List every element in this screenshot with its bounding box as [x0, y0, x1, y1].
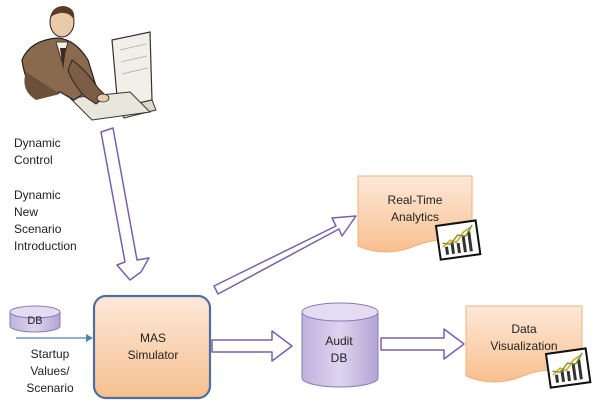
audit-db-label: Audit DB	[325, 334, 353, 365]
real-time-analytics-label: Real-Time Analytics	[387, 193, 443, 224]
dynamic-new-scenario-label: Dynamic New Scenario Introduction	[14, 188, 77, 253]
startup-db-label: DB	[27, 315, 43, 327]
audit-db-cylinder	[301, 302, 379, 388]
chart-icon-analytics	[434, 219, 482, 261]
person-at-computer-icon	[21, 6, 157, 121]
arrow-mas-to-audit	[211, 330, 293, 362]
mas-simulator-label: MAS Simulator	[127, 331, 179, 362]
mas-simulator-box	[92, 294, 212, 400]
arrow-person-to-mas	[100, 127, 150, 281]
arrow-audit-to-visualization	[380, 328, 465, 360]
dynamic-control-label: Dynamic Control	[14, 136, 61, 167]
startup-values-label: Startup Values/ Scenario	[26, 347, 74, 395]
arrow-db-to-mas	[16, 334, 93, 342]
startup-db-cylinder	[9, 305, 61, 333]
data-visualization-label: Data Visualization	[490, 322, 558, 353]
chart-icon-visualization	[544, 347, 592, 389]
arrow-mas-to-analytics	[213, 215, 357, 295]
